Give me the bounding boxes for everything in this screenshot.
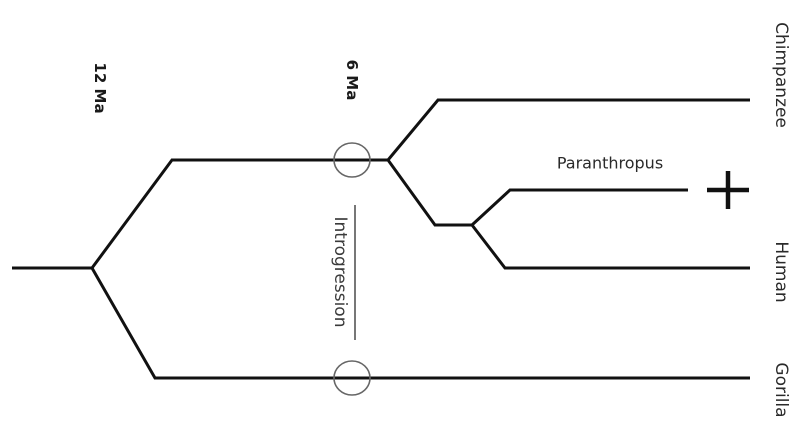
human-branch <box>470 224 750 270</box>
taxon-label-gorilla: Gorilla <box>771 362 791 417</box>
taxon-label-human: Human <box>771 241 791 302</box>
gorilla-branch <box>90 267 750 380</box>
extinct-cross-icon <box>707 171 749 209</box>
introgression-marker-lower <box>333 360 371 396</box>
time-label-6ma: 6 Ma <box>343 60 361 101</box>
time-label-12ma: 12 Ma <box>91 62 109 113</box>
taxon-label-chimpanzee: Chimpanzee <box>771 22 791 128</box>
introgression-marker-upper <box>333 142 371 178</box>
paranthropus-branch <box>470 188 688 227</box>
taxon-label-paranthropus: Paranthropus <box>557 154 663 173</box>
hominin-stem-branch <box>386 159 472 227</box>
introgression-label: Introgression <box>330 217 350 328</box>
chimp-human-stem-branch <box>90 158 388 269</box>
chimpanzee-branch <box>386 98 750 161</box>
